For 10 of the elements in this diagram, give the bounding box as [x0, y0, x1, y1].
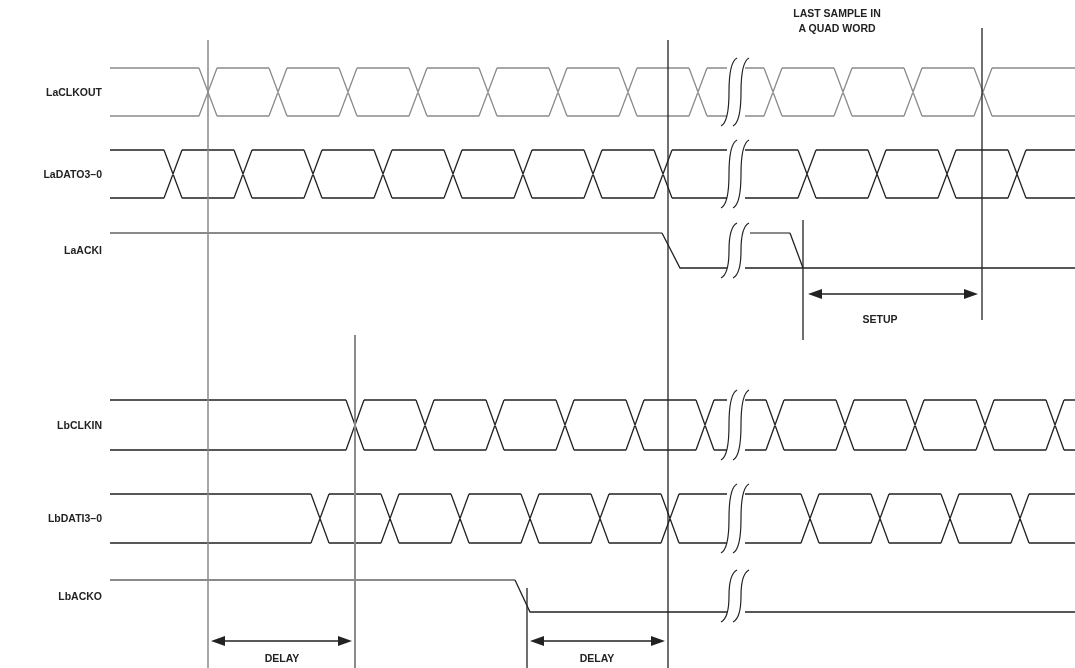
signal-name: LaACKI	[63, 243, 102, 258]
dimension-text: SETUP	[861, 312, 899, 327]
dimension-text: DELAY	[578, 651, 616, 666]
signal-name: LbACKO	[57, 589, 102, 604]
signal-name: LaDATO3–0	[42, 167, 102, 182]
signal-name: LbCLKIN	[56, 418, 102, 433]
dimension-text: DELAY	[263, 651, 301, 666]
signal-name: LaCLKOUT	[45, 85, 102, 100]
annotation-text: LAST SAMPLE IN A QUAD WORD	[792, 6, 882, 36]
signal-name: LbDATI3–0	[46, 511, 102, 526]
